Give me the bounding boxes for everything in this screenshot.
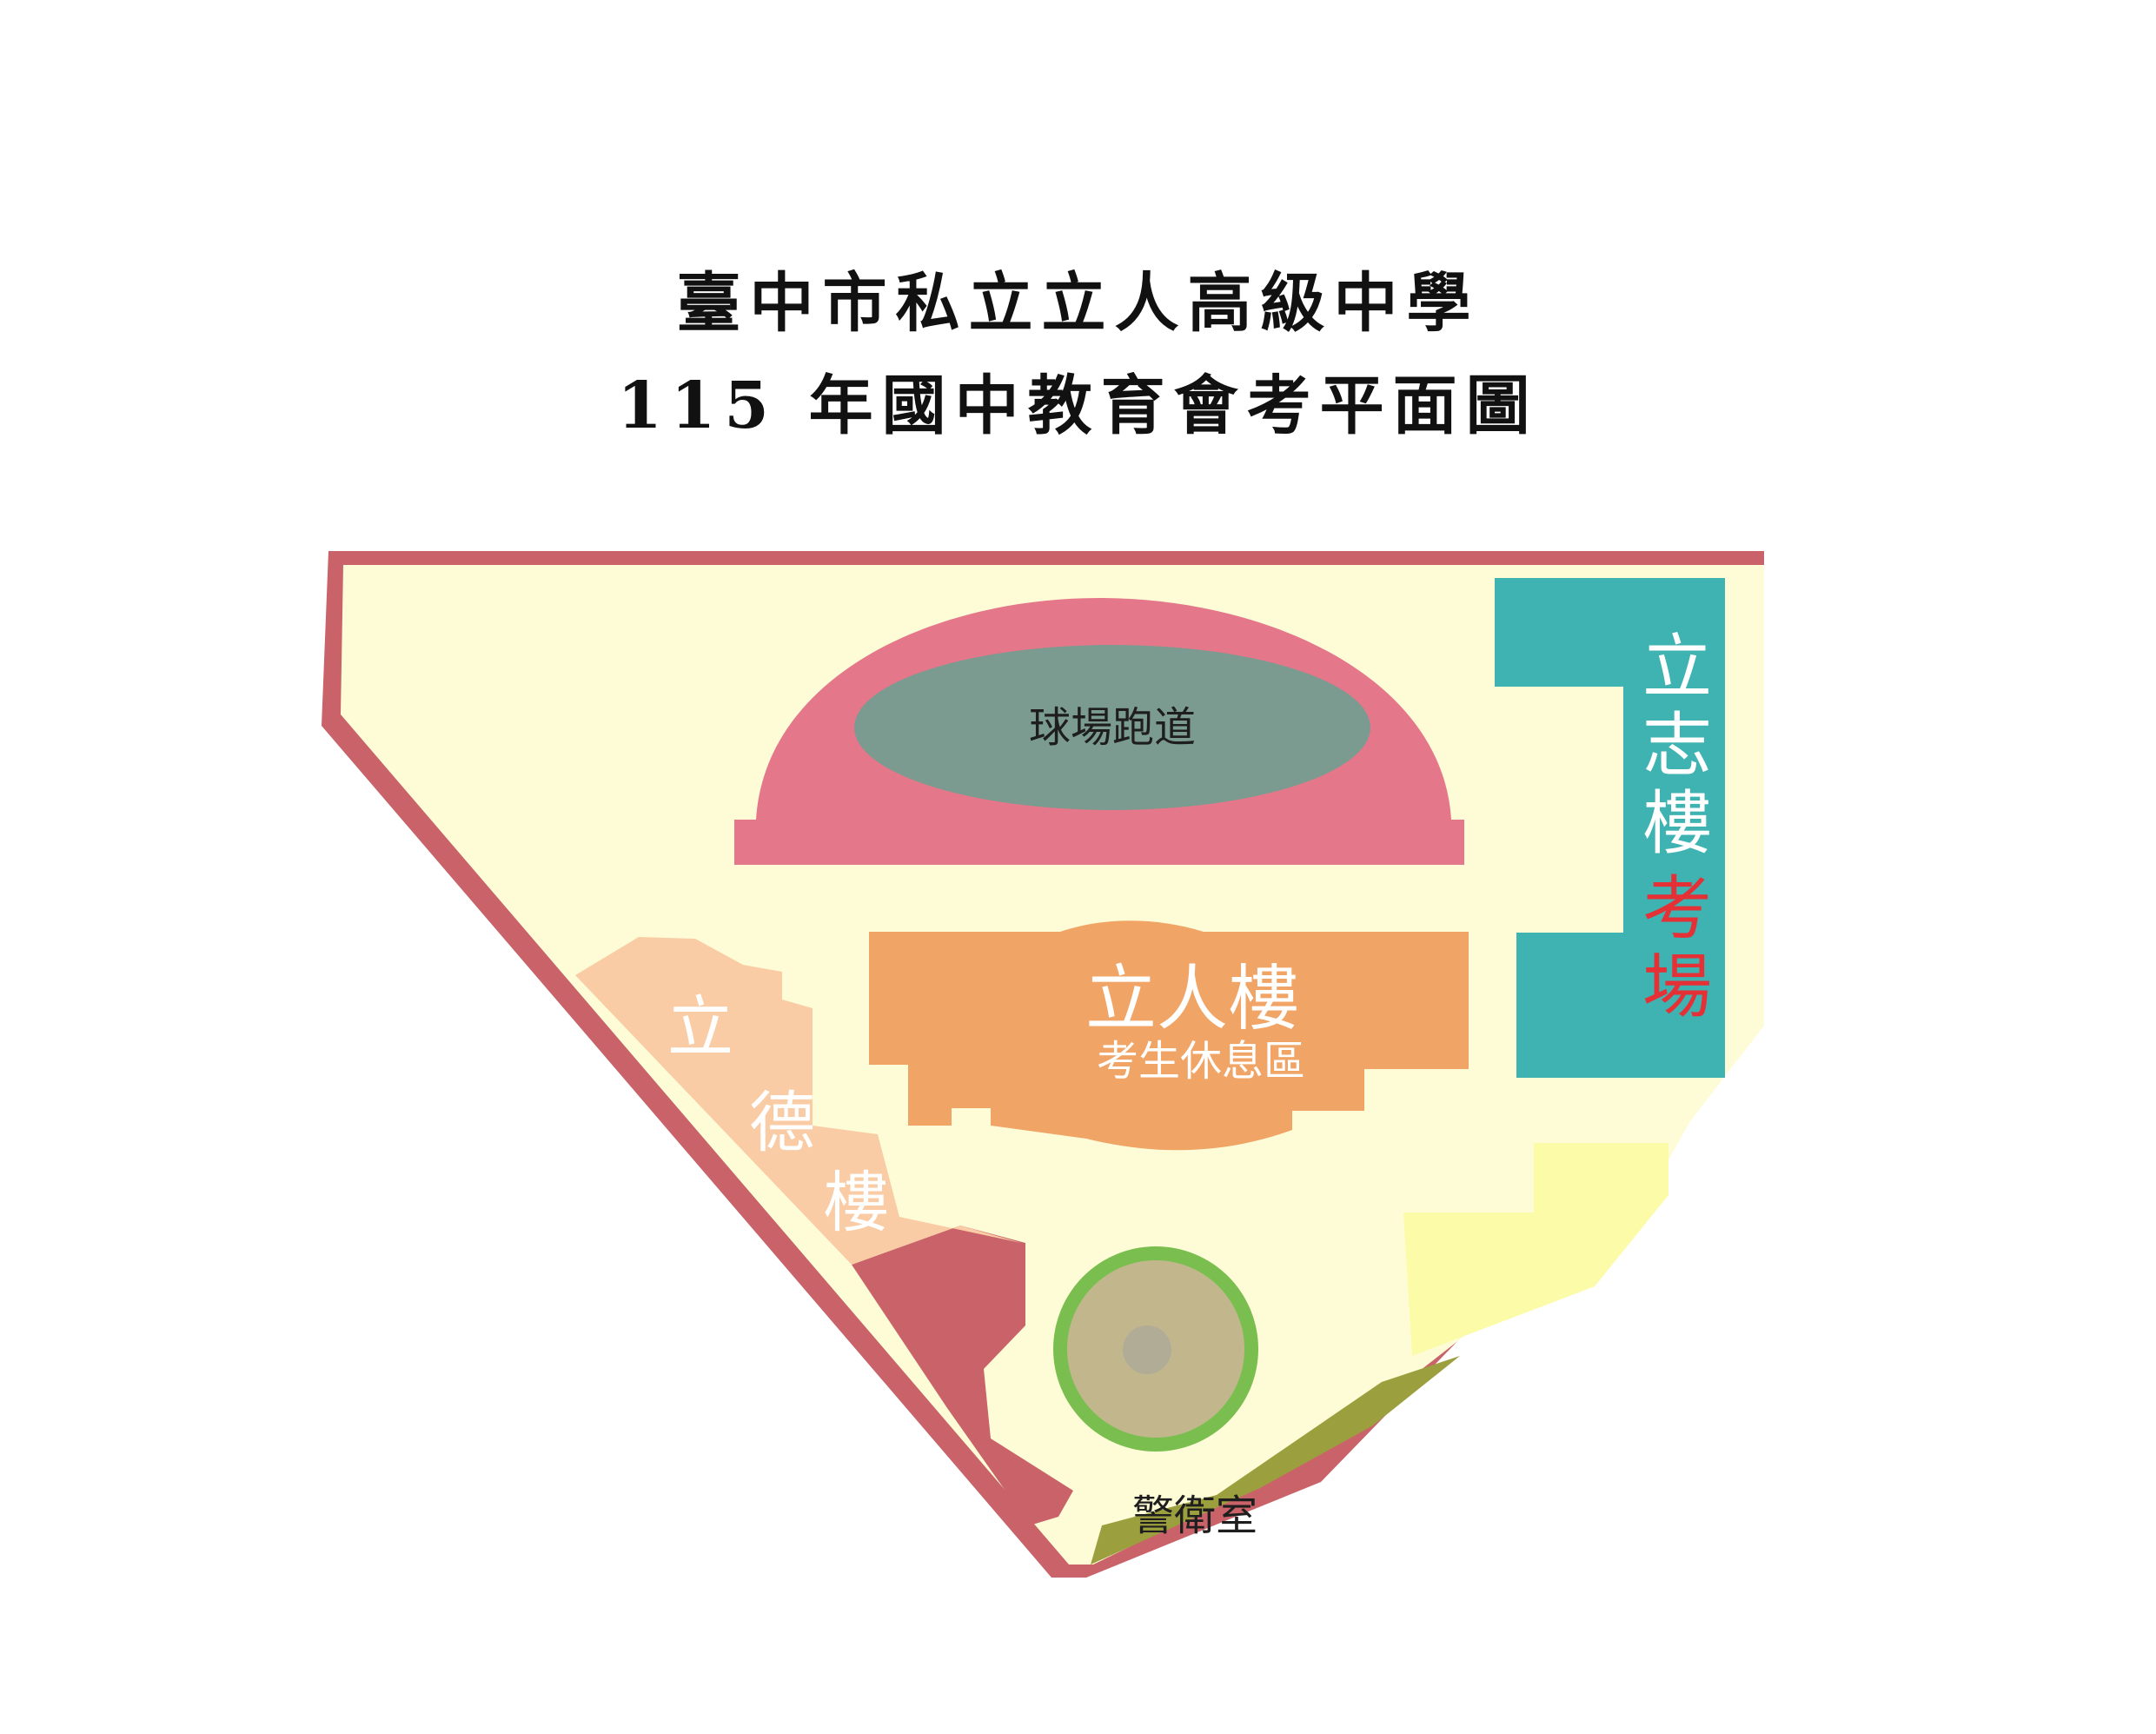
track-field [854,645,1370,810]
olive-strip [1091,1356,1460,1565]
lide-building-char-1: 立 [667,988,733,1066]
lizhi-building-name-char-1: 立 [1642,627,1712,708]
gate-wall-block [852,1226,1073,1525]
lide-building [575,937,1021,1265]
liren-building-note: 考生休息區 [1097,1037,1305,1086]
school-title: 臺中市私立立人高級中學 [676,266,1480,341]
lizhi-building [1495,578,1725,1078]
guard-room-label: 警衛室 [1132,1492,1257,1540]
exam-title: 115 年國中教育會考平面圖 [617,369,1539,443]
track-label: 球場跑道 [1029,703,1196,752]
lizhi-building-note-char-2: 場 [1642,947,1712,1027]
lizhi-building-name-char-3: 樓 [1642,783,1712,864]
garden-center [1123,1325,1171,1374]
lizhi-building-note-char-1: 考 [1642,868,1712,949]
lizhi-building-name: 立 志 樓 [1642,627,1712,864]
lizhi-building-note: 考 場 [1642,868,1712,1027]
map-title: 臺中市私立立人高級中學 115 年國中教育會考平面圖 [0,252,2156,457]
yellow-block [1403,1143,1668,1356]
lide-building-char-3: 樓 [823,1164,889,1241]
liren-building-name: 立人樓 [1085,958,1299,1040]
lide-building-char-2: 德 [749,1084,815,1161]
lizhi-building-name-char-2: 志 [1642,705,1712,786]
liren-building [869,920,1469,1151]
